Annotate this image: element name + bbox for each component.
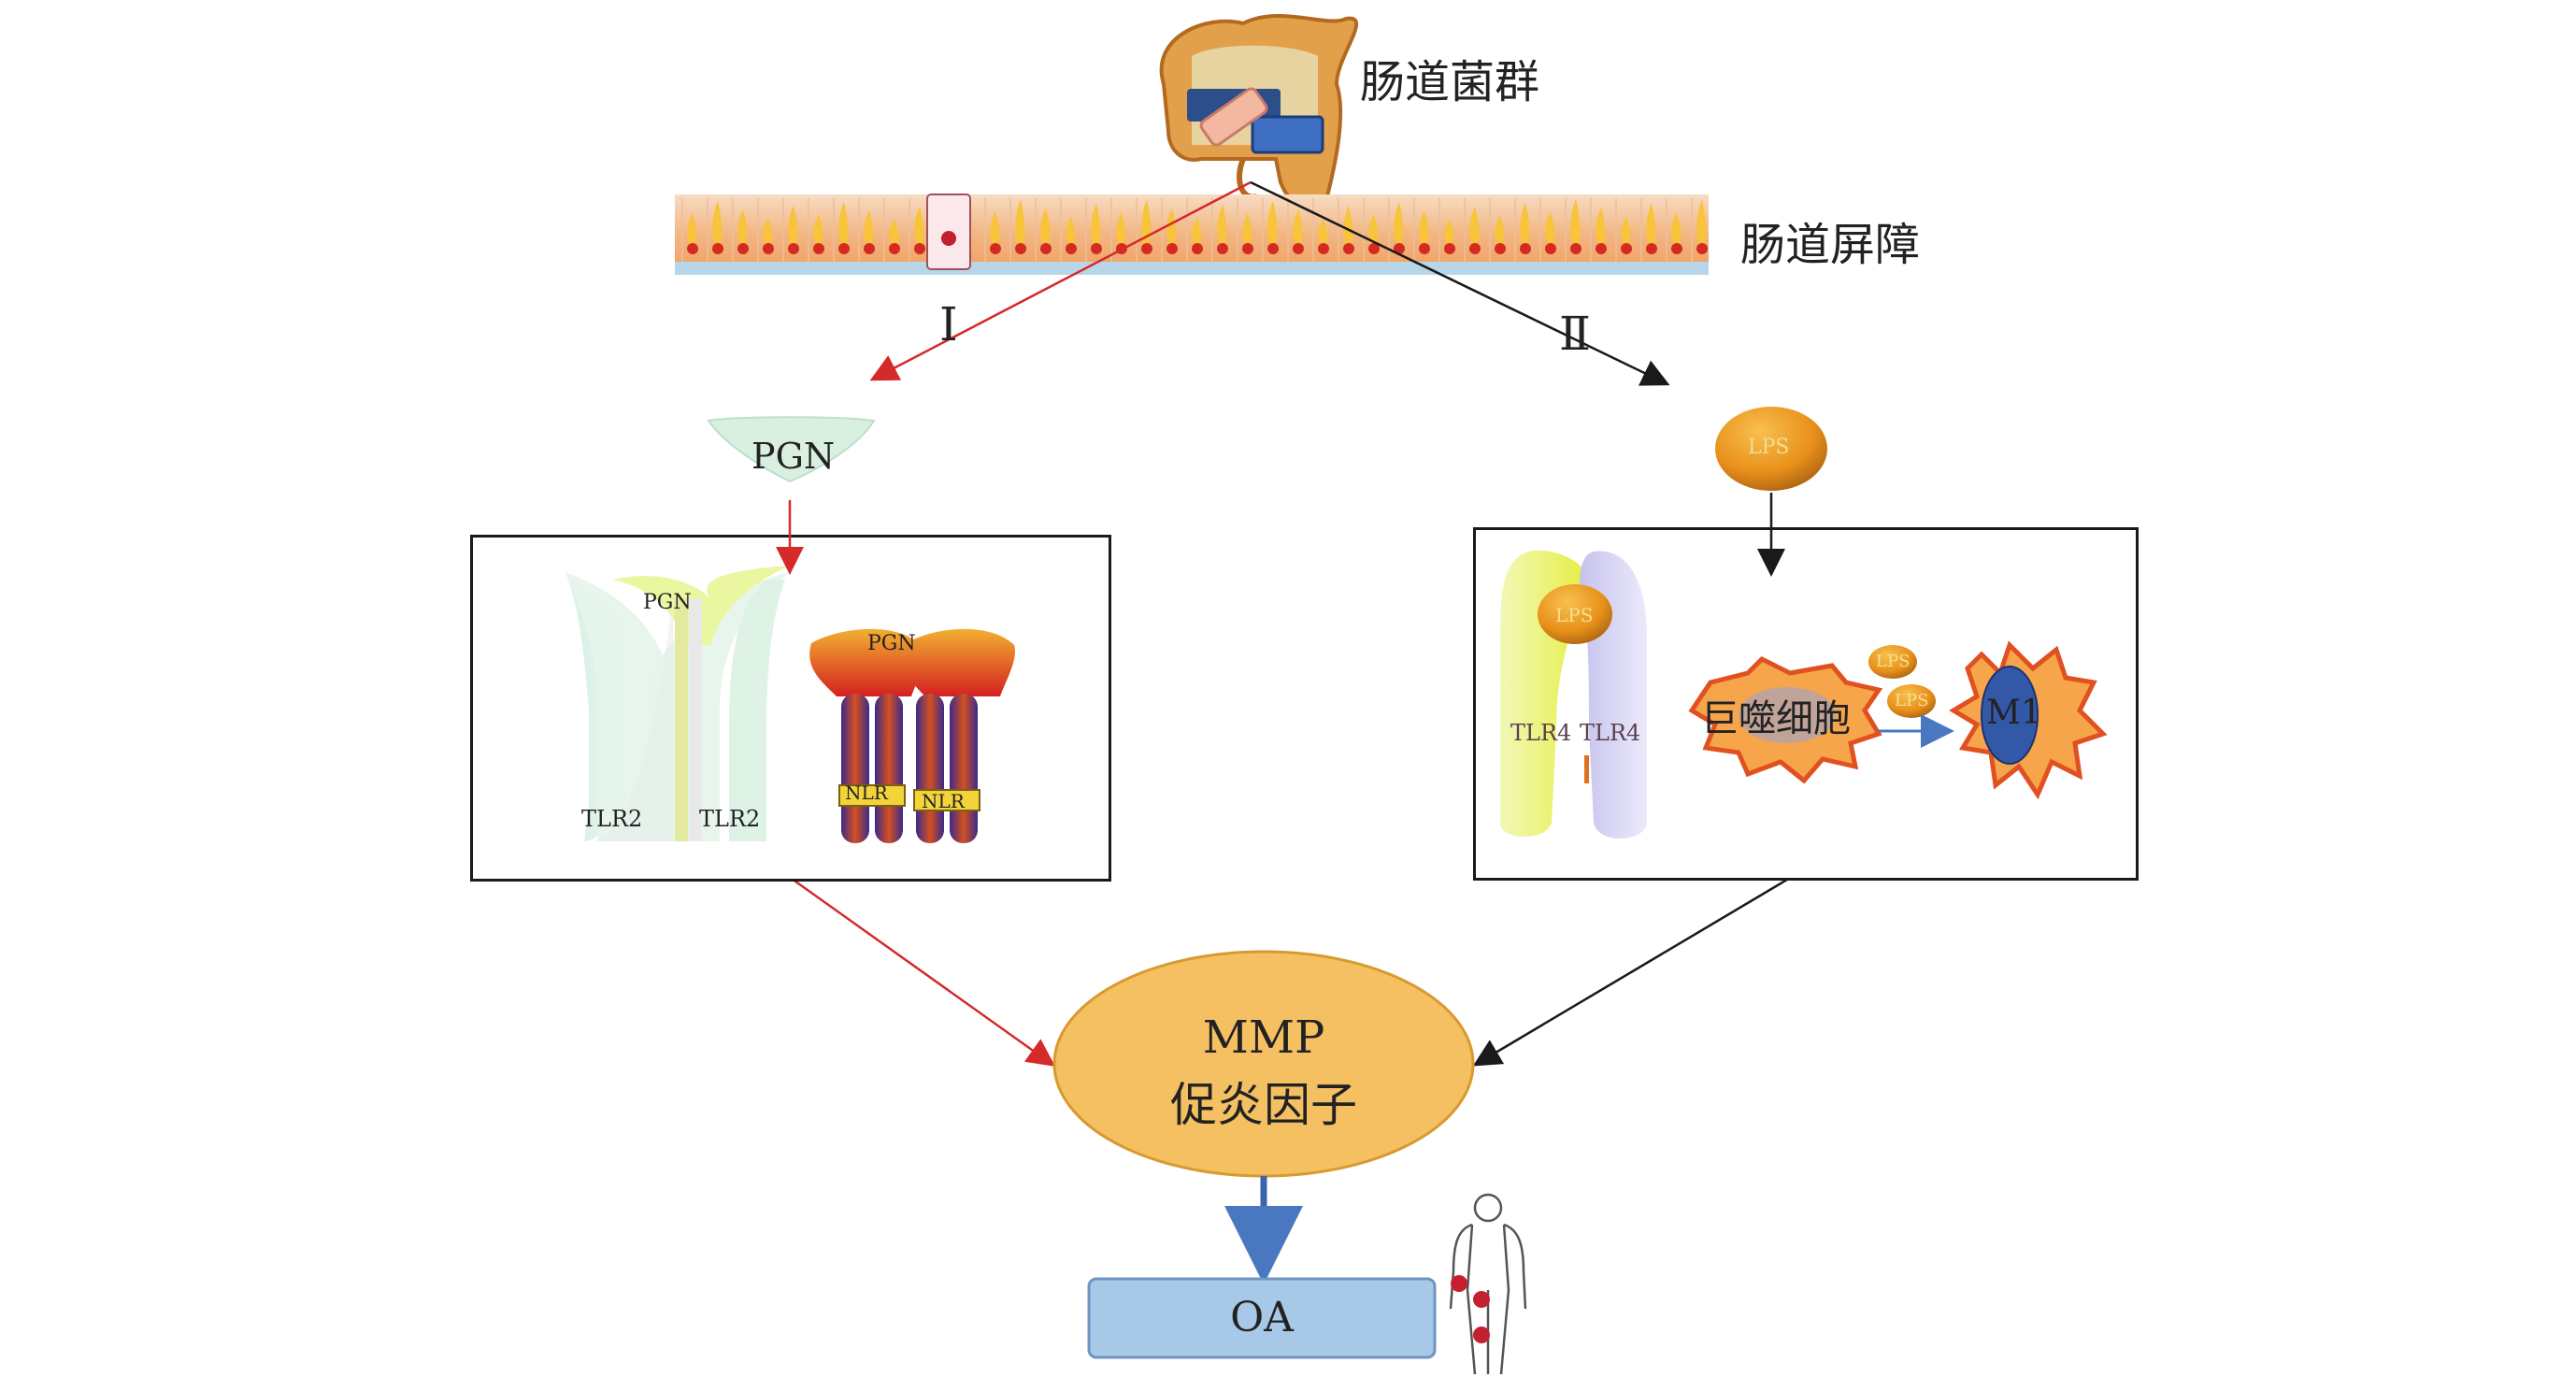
tlr4-right-label: TLR4: [1580, 720, 1641, 746]
mediator-ellipse: [1052, 950, 1475, 1178]
human-figure-icon: [1449, 1193, 1527, 1375]
pathway-two-arrow: [1250, 180, 1670, 386]
lps-ligand-label: LPS: [1748, 436, 1790, 459]
nlr-right-label: NLR: [922, 790, 965, 812]
left-receptor-panel: [470, 535, 1111, 882]
pathway-one-arrow: [869, 180, 1252, 381]
oa-box: [1087, 1277, 1437, 1359]
joint-marker-hand: [1473, 1291, 1490, 1308]
gut-microbiota-label: 肠道菌群: [1360, 56, 1540, 108]
macrophage-lps-b-label: LPS: [1895, 691, 1929, 710]
pgn-ligand-label: PGN: [751, 436, 836, 477]
mmp-label: MMP: [1202, 1011, 1325, 1064]
tlr2-left-label: TLR2: [581, 806, 643, 832]
right-panel-to-mmp-arrow: [1472, 872, 1797, 1067]
joint-marker-hip: [1451, 1275, 1467, 1292]
macrophage-lps-a-label: LPS: [1876, 652, 1911, 671]
gut-barrier-label: 肠道屏障: [1740, 219, 1921, 271]
lps-ligand-ellipse: [1715, 407, 1827, 491]
left-panel-to-mmp-arrow: [784, 872, 1056, 1067]
proinflammatory-label: 促炎因子: [1170, 1078, 1357, 1132]
tlr4-lps-label: LPS: [1555, 604, 1594, 626]
pathway-two-numeral: Ⅱ: [1559, 307, 1591, 361]
intestinal-barrier: [675, 194, 1709, 275]
tlr4-left-label: TLR4: [1510, 720, 1572, 746]
pgn-ligand-shape: [707, 416, 876, 483]
macrophage-label: 巨噬细胞: [1701, 697, 1851, 740]
m1-label: M1: [1986, 694, 2042, 732]
tlr2-right-label: TLR2: [699, 806, 761, 832]
nlr-pgn-label: PGN: [867, 632, 916, 655]
pathway-one-numeral: Ⅰ: [939, 297, 958, 351]
tlr2-pgn-label: PGN: [643, 591, 692, 614]
joint-marker-knee: [1473, 1327, 1490, 1343]
intestine-illustration: [1159, 14, 1359, 208]
oa-label: OA: [1230, 1294, 1294, 1341]
nlr-left-label: NLR: [845, 782, 888, 804]
